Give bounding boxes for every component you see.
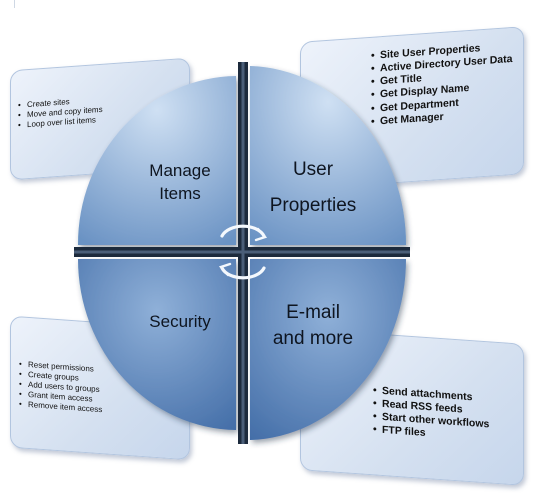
quadrant-security	[78, 259, 236, 430]
top-accent-line	[14, 0, 15, 8]
title-line: E-mail	[286, 302, 340, 323]
quadrant-user-properties	[250, 66, 407, 245]
quadrant-title-manage-items: Manage Items	[130, 160, 230, 206]
quadrant-manage-items	[77, 76, 237, 245]
quadrant-email-more	[250, 259, 407, 440]
title-line: and more	[272, 327, 354, 349]
cycle-arrows-icon	[218, 224, 268, 280]
title-line: Manage	[149, 161, 211, 180]
quadrant-title-email-more: E-mail and more	[246, 300, 380, 351]
quadrant-title-user-properties: User Properties	[248, 152, 378, 224]
title-line: Properties	[269, 195, 357, 217]
title-line: Security	[149, 312, 211, 331]
title-line: Items	[159, 183, 201, 203]
title-line: User	[292, 159, 334, 180]
quadrant-title-security: Security	[130, 312, 230, 332]
